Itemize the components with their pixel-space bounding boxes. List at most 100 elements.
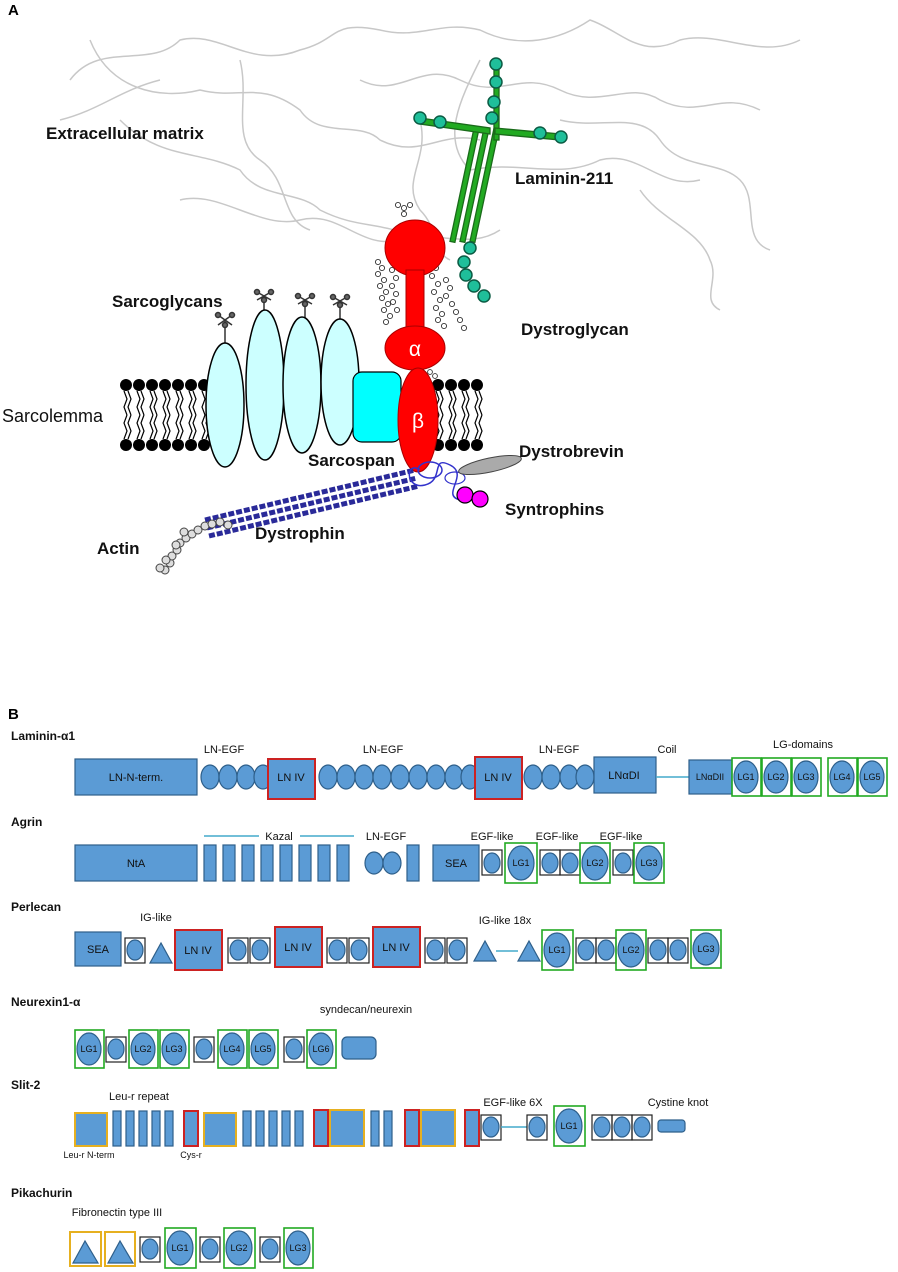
domain-label: LG3 (640, 858, 657, 868)
domain-label: LN IV (184, 945, 212, 957)
laminin-egf-beads-2 (318, 764, 480, 790)
agrin-kazal-bars (203, 844, 350, 882)
beta-symbol: β (412, 410, 424, 433)
syntrophins (456, 486, 489, 508)
domain-label: LG3 (165, 1044, 182, 1054)
label-sarcoglycans: Sarcoglycans (112, 292, 223, 311)
dystroglycan (384, 219, 446, 473)
label-dystrophin: Dystrophin (255, 524, 345, 543)
domain-label: LN-N-term. (109, 772, 163, 784)
domain-label: IG-like 18x (479, 915, 532, 927)
domain-label: LN-EGF (366, 831, 407, 843)
title-pikachurin: Pikachurin (11, 1186, 73, 1200)
domain-label: LN IV (284, 942, 312, 954)
domain-label: LG2 (134, 1044, 151, 1054)
label-syntrophins: Syntrophins (505, 500, 605, 519)
domain-label: LG2 (230, 1243, 247, 1253)
domain-label: LG2 (622, 945, 639, 955)
domain-label: LG1 (737, 772, 754, 782)
domain-label: EGF-like (600, 831, 643, 843)
domain-label: syndecan/neurexin (320, 1004, 412, 1016)
pikachurin-row: LG1 LG2 LG3 Fibronectin type III (69, 1207, 314, 1269)
domain-label: LG1 (512, 858, 529, 868)
alpha-symbol: α (409, 338, 421, 361)
laminin-211 (419, 69, 561, 244)
domain-label: IG-like (140, 912, 172, 924)
slit-row: LG1 Leu-r repeat Leu-r N-term Cys-r EGF-… (63, 1091, 708, 1160)
domain-label: NtA (127, 858, 146, 870)
panel-b-letter: B (8, 706, 19, 723)
domain-label: LG5 (254, 1044, 271, 1054)
domain-label: EGF-like 6X (483, 1097, 543, 1109)
agrin-sea-domain (432, 844, 480, 882)
slit-leur-bars-2 (242, 1110, 304, 1147)
label-sarcolemma: Sarcolemma (2, 406, 104, 426)
sarcoglycans (205, 309, 360, 468)
domain-label: LN IV (484, 772, 512, 784)
perlecan-row: SEA LN IV LN IV LN IV LG1 LG2 LG3 IG-lik… (74, 912, 722, 971)
domain-label: LG4 (833, 772, 850, 782)
sarcoglycan-glycans (214, 288, 351, 345)
domain-label: LG1 (80, 1044, 97, 1054)
title-perlecan: Perlecan (11, 900, 62, 914)
domain-label: LN-EGF (204, 744, 245, 756)
domain-label: LG-domains (773, 739, 833, 751)
domain-label: LG3 (797, 772, 814, 782)
label-ecm: Extracellular matrix (46, 124, 204, 143)
domain-label: Coil (658, 744, 677, 756)
domain-label: Cystine knot (648, 1097, 709, 1109)
laminin-globules (413, 57, 568, 303)
laminin-lg-domains (731, 757, 888, 797)
domain-label: LG1 (548, 945, 565, 955)
domain-label: EGF-like (536, 831, 579, 843)
title-laminin: Laminin-α1 (11, 729, 76, 743)
label-laminin: Laminin-211 (515, 169, 614, 188)
panel-b-diagram: .d { fill:#5b9bd5; stroke:#2e5f8a; strok… (63, 739, 888, 1269)
domain-label: LN-EGF (539, 744, 580, 756)
domain-label: LNαDII (696, 772, 724, 782)
domain-label: LG2 (767, 772, 784, 782)
domain-label: EGF-like (471, 831, 514, 843)
domain-label: LG6 (312, 1044, 329, 1054)
title-neurexin: Neurexin1-α (11, 995, 81, 1009)
agrin-row: NtA SEA LG1 LG2 LG3 Kazal LN-EGF EGF-lik… (74, 831, 665, 884)
domain-label: Leu-r repeat (109, 1091, 169, 1103)
laminin-egf-beads-1 (200, 764, 273, 790)
label-actin: Actin (97, 539, 140, 558)
dystrophin (204, 461, 466, 539)
laminin-lnadi-domain (593, 756, 657, 794)
domain-label: LG1 (560, 1121, 577, 1131)
domain-label: LG3 (289, 1243, 306, 1253)
title-agrin: Agrin (11, 815, 43, 829)
slit-leur-bars-1 (112, 1110, 174, 1147)
perlecan-sea-domain (74, 931, 122, 967)
label-dystrobrevin: Dystrobrevin (519, 442, 624, 461)
domain-label: Leu-r N-term (63, 1150, 114, 1160)
domain-label: LG4 (223, 1044, 240, 1054)
dystrobrevin (458, 454, 522, 476)
domain-label: SEA (87, 944, 110, 956)
laminin-lniv-2 (474, 756, 523, 800)
domain-label: Kazal (265, 831, 293, 843)
domain-label: LG5 (863, 772, 880, 782)
sarcoglycan-1 (205, 342, 245, 468)
dystroglycan-alpha-top (384, 219, 446, 277)
domain-label: LN-EGF (363, 744, 404, 756)
neurexin-syndecan-domain (341, 1036, 377, 1060)
domain-label: LG1 (171, 1243, 188, 1253)
domain-label: LNαDI (608, 770, 639, 782)
domain-label: LN IV (277, 772, 305, 784)
laminin-row: LN-N-term. LN IV LN IV LNαDI LNαDII LG1 … (74, 739, 888, 800)
domain-label: SEA (445, 858, 468, 870)
title-slit: Slit-2 (11, 1078, 41, 1092)
laminin-egf-beads-3 (523, 764, 595, 790)
label-dystroglycan: Dystroglycan (521, 320, 629, 339)
actin (155, 517, 233, 575)
slit-cystine-knot (657, 1119, 686, 1133)
domain-label: LN IV (382, 942, 410, 954)
domain-label: Cys-r (180, 1150, 202, 1160)
dystroglycan-glycans (374, 201, 468, 379)
domain-label: Fibronectin type III (72, 1207, 163, 1219)
label-sarcospan: Sarcospan (308, 451, 395, 470)
sarcoglycan-2 (245, 309, 285, 461)
